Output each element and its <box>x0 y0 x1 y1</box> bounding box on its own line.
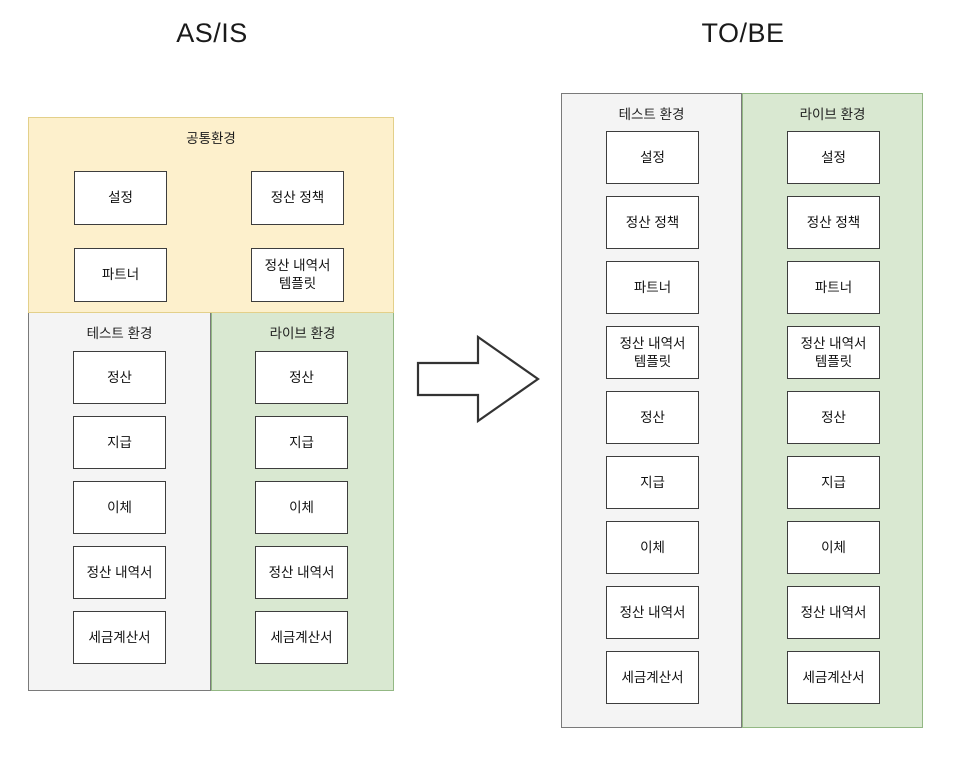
tobe-live-node-settlement-policy[interactable]: 정산 정책 <box>787 196 880 249</box>
asis-common-environment-group: 공통환경 설정 파트너 정산 정책 정산 내역서 템플릿 <box>28 117 394 313</box>
tobe-test-environment-group: 테스트 환경 설정 정산 정책 파트너 정산 내역서 템플릿 정산 지급 이체 … <box>561 93 742 728</box>
tobe-test-node-settlement-policy[interactable]: 정산 정책 <box>606 196 699 249</box>
asis-common-node-partner[interactable]: 파트너 <box>74 248 167 302</box>
asis-test-node-transfer[interactable]: 이체 <box>73 481 166 534</box>
asis-test-environment-label: 테스트 환경 <box>86 326 153 341</box>
asis-test-node-tax-invoice[interactable]: 세금계산서 <box>73 611 166 664</box>
asis-live-node-settlement[interactable]: 정산 <box>255 351 348 404</box>
right-arrow-icon <box>416 334 540 424</box>
tobe-live-node-setting[interactable]: 설정 <box>787 131 880 184</box>
asis-live-node-tax-invoice[interactable]: 세금계산서 <box>255 611 348 664</box>
tobe-live-node-transfer[interactable]: 이체 <box>787 521 880 574</box>
asis-live-environment-group: 라이브 환경 정산 지급 이체 정산 내역서 세금계산서 <box>211 313 394 691</box>
page-title-asis: AS/IS <box>176 18 248 48</box>
tobe-live-node-settlement-statement[interactable]: 정산 내역서 <box>787 586 880 639</box>
asis-test-node-settlement-statement[interactable]: 정산 내역서 <box>73 546 166 599</box>
tobe-test-environment-label: 테스트 환경 <box>618 107 685 122</box>
tobe-test-node-tax-invoice[interactable]: 세금계산서 <box>606 651 699 704</box>
tobe-test-node-settlement-statement[interactable]: 정산 내역서 <box>606 586 699 639</box>
tobe-live-environment-group: 라이브 환경 설정 정산 정책 파트너 정산 내역서 템플릿 정산 지급 이체 … <box>742 93 923 728</box>
tobe-test-node-payout[interactable]: 지급 <box>606 456 699 509</box>
tobe-live-node-partner[interactable]: 파트너 <box>787 261 880 314</box>
asis-common-environment-label: 공통환경 <box>186 131 236 146</box>
tobe-test-node-setting[interactable]: 설정 <box>606 131 699 184</box>
tobe-live-node-settlement-statement-template[interactable]: 정산 내역서 템플릿 <box>787 326 880 379</box>
asis-live-node-transfer[interactable]: 이체 <box>255 481 348 534</box>
tobe-test-node-settlement[interactable]: 정산 <box>606 391 699 444</box>
page-title-tobe: TO/BE <box>701 18 785 48</box>
tobe-test-node-partner[interactable]: 파트너 <box>606 261 699 314</box>
asis-common-node-setting[interactable]: 설정 <box>74 171 167 225</box>
tobe-live-node-tax-invoice[interactable]: 세금계산서 <box>787 651 880 704</box>
tobe-test-node-settlement-statement-template[interactable]: 정산 내역서 템플릿 <box>606 326 699 379</box>
asis-live-node-payout[interactable]: 지급 <box>255 416 348 469</box>
tobe-live-environment-label: 라이브 환경 <box>799 107 866 122</box>
asis-test-environment-group: 테스트 환경 정산 지급 이체 정산 내역서 세금계산서 <box>28 313 211 691</box>
asis-common-node-settlement-policy[interactable]: 정산 정책 <box>251 171 344 225</box>
asis-test-node-settlement[interactable]: 정산 <box>73 351 166 404</box>
tobe-live-node-settlement[interactable]: 정산 <box>787 391 880 444</box>
asis-test-node-payout[interactable]: 지급 <box>73 416 166 469</box>
tobe-test-node-transfer[interactable]: 이체 <box>606 521 699 574</box>
asis-live-node-settlement-statement[interactable]: 정산 내역서 <box>255 546 348 599</box>
tobe-live-node-payout[interactable]: 지급 <box>787 456 880 509</box>
asis-common-node-settlement-statement-template[interactable]: 정산 내역서 템플릿 <box>251 248 344 302</box>
asis-live-environment-label: 라이브 환경 <box>269 326 336 341</box>
